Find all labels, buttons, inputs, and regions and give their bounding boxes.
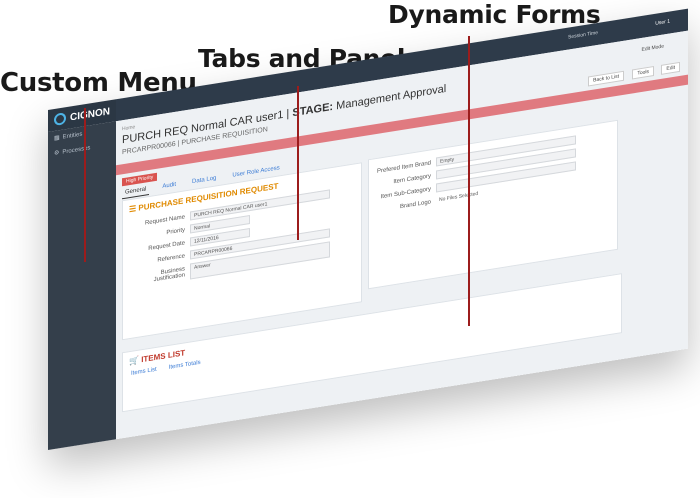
edit-button[interactable]: Edit — [661, 61, 680, 75]
sidebar-item-label: Entities — [62, 131, 83, 141]
user-menu[interactable]: User 1 — [655, 18, 670, 27]
tabs-panels-pointer — [297, 86, 299, 240]
justification-label: Business Justification — [153, 266, 185, 284]
logo-text: CIGNON — [70, 105, 110, 124]
items-title-text: ITEMS LIST — [141, 348, 186, 365]
grid-icon: ▦ — [54, 135, 60, 143]
flow-icon: ⚙ — [54, 150, 60, 158]
session-time: Session Time — [567, 29, 598, 41]
sidebar: ▦ Entities ⚙ Processes — [48, 121, 116, 450]
sidebar-item-label: Processes — [62, 144, 91, 156]
tools-button[interactable]: Tools — [632, 66, 654, 80]
dynamic-forms-callout: Dynamic Forms — [388, 0, 601, 29]
custom-menu-pointer — [84, 108, 86, 262]
dynamic-forms-pointer — [468, 36, 470, 326]
logo-icon — [54, 112, 66, 127]
